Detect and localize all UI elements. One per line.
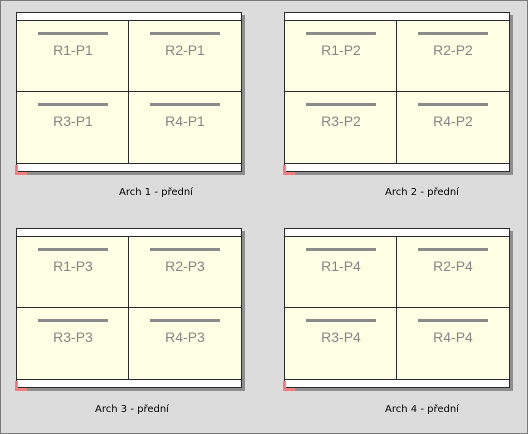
header-bar <box>38 319 108 322</box>
header-bar <box>418 248 488 251</box>
header-bar <box>418 103 488 106</box>
page-label: R2-P2 <box>433 42 473 58</box>
header-bar <box>150 103 220 106</box>
sheet-2[interactable]: R1-P2 R2-P2 R3-P2 R4-P2 Arch 2 - přední <box>269 1 513 216</box>
page-cell[interactable]: R3-P1 <box>17 92 129 163</box>
page-label: R1-P4 <box>321 258 361 274</box>
header-bar <box>306 319 376 322</box>
page-grid: R1-P1 R2-P1 R3-P1 R4-P1 <box>17 20 241 164</box>
sheet-caption: Arch 1 - přední <box>119 187 193 198</box>
page-label: R4-P3 <box>165 329 205 345</box>
page-cell[interactable]: R2-P1 <box>129 21 241 92</box>
page-grid: R1-P3 R2-P3 R3-P3 R4-P3 <box>17 236 241 380</box>
page-label: R3-P4 <box>321 329 361 345</box>
sheet-caption: Arch 2 - přední <box>385 187 459 198</box>
page-label: R1-P1 <box>53 42 93 58</box>
page-label: R3-P1 <box>53 113 93 129</box>
page-label: R2-P4 <box>433 258 473 274</box>
sheet-3[interactable]: R1-P3 R2-P3 R3-P3 R4-P3 Arch 3 - přední <box>1 217 245 432</box>
page-cell[interactable]: R1-P1 <box>17 21 129 92</box>
header-bar <box>38 103 108 106</box>
corner-mark-icon <box>283 381 295 391</box>
page-cell[interactable]: R4-P4 <box>397 308 509 379</box>
corner-mark-icon <box>283 165 295 175</box>
page-cell[interactable]: R1-P2 <box>285 21 397 92</box>
page-cell[interactable]: R1-P3 <box>17 237 129 308</box>
page-label: R2-P3 <box>165 258 205 274</box>
page-label: R2-P1 <box>165 42 205 58</box>
header-bar <box>306 103 376 106</box>
page-label: R3-P2 <box>321 113 361 129</box>
header-bar <box>418 319 488 322</box>
page-cell[interactable]: R2-P4 <box>397 237 509 308</box>
page-cell[interactable]: R3-P4 <box>285 308 397 379</box>
page-cell[interactable]: R4-P1 <box>129 92 241 163</box>
page-label: R4-P2 <box>433 113 473 129</box>
header-bar <box>150 248 220 251</box>
header-bar <box>150 319 220 322</box>
header-bar <box>306 32 376 35</box>
sheet-paper: R1-P2 R2-P2 R3-P2 R4-P2 <box>283 12 510 175</box>
page-cell[interactable]: R4-P3 <box>129 308 241 379</box>
page-grid: R1-P4 R2-P4 R3-P4 R4-P4 <box>285 236 509 380</box>
corner-mark-icon <box>15 381 27 391</box>
page-cell[interactable]: R3-P2 <box>285 92 397 163</box>
page-label: R4-P4 <box>433 329 473 345</box>
page-cell[interactable]: R2-P2 <box>397 21 509 92</box>
corner-mark-icon <box>15 165 27 175</box>
sheet-paper: R1-P3 R2-P3 R3-P3 R4-P3 <box>15 228 242 391</box>
sheet-paper: R1-P1 R2-P1 R3-P1 R4-P1 <box>15 12 242 175</box>
header-bar <box>306 248 376 251</box>
page-cell[interactable]: R2-P3 <box>129 237 241 308</box>
page-cell[interactable]: R4-P2 <box>397 92 509 163</box>
page-label: R1-P2 <box>321 42 361 58</box>
header-bar <box>150 32 220 35</box>
header-bar <box>418 32 488 35</box>
page-cell[interactable]: R3-P3 <box>17 308 129 379</box>
header-bar <box>38 248 108 251</box>
page-cell[interactable]: R1-P4 <box>285 237 397 308</box>
page-label: R1-P3 <box>53 258 93 274</box>
header-bar <box>38 32 108 35</box>
sheet-4[interactable]: R1-P4 R2-P4 R3-P4 R4-P4 Arch 4 - přední <box>269 217 513 432</box>
sheet-caption: Arch 3 - přední <box>95 404 169 415</box>
page-label: R4-P1 <box>165 113 205 129</box>
sheet-1[interactable]: R1-P1 R2-P1 R3-P1 R4-P1 Arch 1 - přední <box>1 1 245 216</box>
sheet-caption: Arch 4 - přední <box>385 404 459 415</box>
page-grid: R1-P2 R2-P2 R3-P2 R4-P2 <box>285 20 509 164</box>
sheet-paper: R1-P4 R2-P4 R3-P4 R4-P4 <box>283 228 510 391</box>
page-label: R3-P3 <box>53 329 93 345</box>
